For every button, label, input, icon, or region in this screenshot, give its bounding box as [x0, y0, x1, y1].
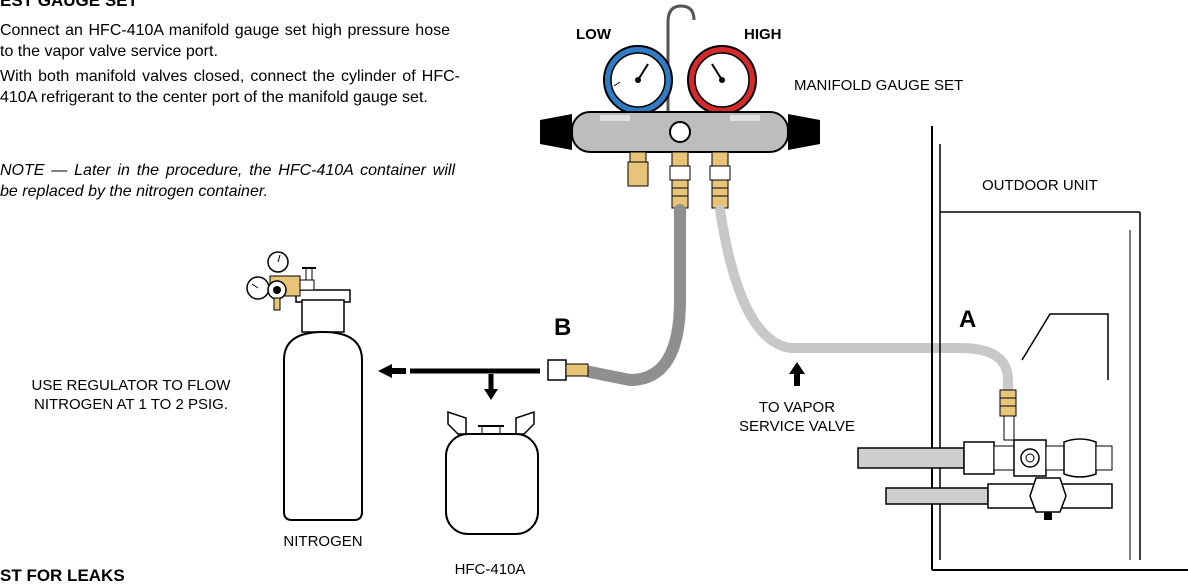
center-hose: [584, 204, 686, 387]
vapor-hose: [715, 205, 1013, 397]
step-1-text: Connect an HFC-410A manifold gauge set h…: [0, 22, 450, 60]
nitrogen-cylinder: [283, 289, 363, 521]
manifold-ports: [627, 151, 731, 209]
regulator-line-2: NITROGEN AT 1 TO 2 PSIG.: [34, 396, 228, 413]
vapor-arrow: [789, 362, 805, 386]
high-gauge: [687, 45, 757, 115]
vapor-line-1: TO VAPOR: [758, 399, 836, 416]
service-valve: [857, 389, 1113, 520]
low-gauge-label: LOW: [576, 26, 611, 43]
outdoor-unit-label: OUTDOOR UNIT: [982, 177, 1098, 194]
high-gauge-label: HIGH: [744, 26, 782, 43]
manifold-hook: [666, 4, 696, 118]
note-text: NOTE — Later in the procedure, the HFC-4…: [0, 162, 455, 200]
vapor-valve-label: TO VAPOR SERVICE VALVE: [712, 398, 882, 436]
nitrogen-label: NITROGEN: [283, 533, 363, 550]
section-heading: EST GAUGE SET: [0, 0, 138, 10]
low-gauge: [603, 45, 673, 115]
step-2-text: With both manifold valves closed, connec…: [0, 68, 460, 106]
callout-a: A: [959, 306, 977, 333]
hfc-arrow-head: [484, 389, 498, 400]
hfc-label: HFC-410A: [454, 561, 526, 578]
regulator: [246, 251, 316, 311]
instruction-step-2: With both manifold valves closed, connec…: [0, 66, 460, 108]
nitrogen-arrow-head: [378, 364, 392, 378]
manifold-body: [540, 111, 820, 153]
fitting-b: [547, 359, 589, 381]
instruction-step-1: Connect an HFC-410A manifold gauge set h…: [0, 20, 450, 62]
hfc-container: [445, 410, 539, 535]
regulator-line-1: USE REGULATOR TO FLOW: [31, 377, 231, 394]
manifold-label: MANIFOLD GAUGE SET: [794, 77, 964, 94]
regulator-instruction: USE REGULATOR TO FLOW NITROGEN AT 1 TO 2…: [0, 376, 262, 414]
callout-b: B: [554, 314, 572, 341]
vapor-line-2: SERVICE VALVE: [739, 418, 855, 435]
instruction-note: NOTE — Later in the procedure, the HFC-4…: [0, 160, 455, 202]
